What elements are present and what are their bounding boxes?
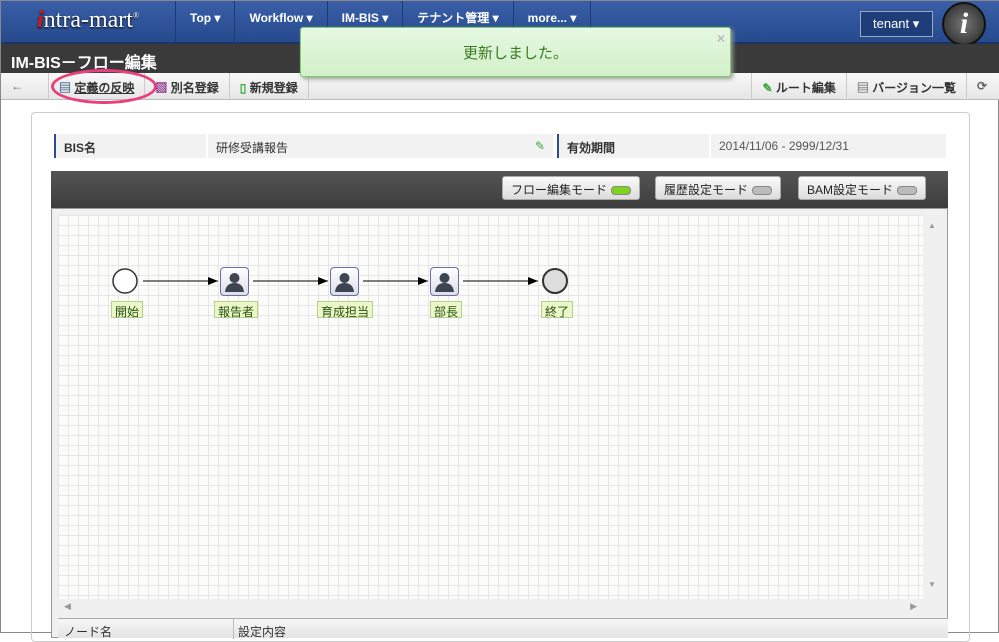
validity-period-label: 有効期間 — [557, 134, 709, 158]
node-label-trainer[interactable]: 育成担当 — [317, 301, 374, 319]
start-node[interactable] — [112, 268, 138, 294]
node-label-start[interactable]: 開始 — [111, 301, 144, 319]
refresh-button[interactable]: ⟳ — [966, 73, 999, 100]
flow-canvas[interactable] — [58, 215, 941, 599]
close-icon[interactable]: × — [716, 30, 725, 46]
flow-edit-mode-button[interactable]: フロー編集モード — [502, 176, 641, 200]
global-header: intra-mart® Top ▾ Workflow ▾ IM-BIS ▾ テナ… — [1, 1, 999, 46]
intra-mart-logo[interactable]: intra-mart® — [37, 7, 140, 33]
tenant-dropdown[interactable]: tenant ▾ — [860, 11, 933, 37]
status-led — [611, 186, 632, 196]
edit-pencil-icon[interactable]: ✎ — [534, 139, 545, 153]
nav-tenant-admin[interactable]: テナント管理 ▾ — [402, 1, 512, 42]
column-node-name: ノード名 — [64, 625, 113, 639]
user-node-icon[interactable] — [430, 267, 459, 296]
version-list-button[interactable]: ▤ バージョン一覧 — [845, 73, 966, 100]
bis-name-value: 研修受講報告✎ — [208, 134, 553, 158]
highlight-annotation — [51, 69, 157, 104]
new-document-icon: ▯ — [239, 81, 247, 95]
global-nav: Top ▾ Workflow ▾ IM-BIS ▾ テナント管理 ▾ more.… — [175, 1, 592, 42]
user-node-icon[interactable] — [330, 267, 359, 296]
back-button[interactable]: ← — [1, 73, 49, 100]
nav-more[interactable]: more... ▾ — [512, 1, 592, 42]
new-register-button[interactable]: ▯ 新規登録 — [230, 73, 309, 100]
alias-register-button[interactable]: ▧ 別名登録 — [145, 73, 230, 100]
column-settings: 設定内容 — [238, 625, 287, 639]
status-led — [897, 186, 918, 196]
success-toast: 更新しました。× — [300, 27, 731, 77]
end-node[interactable] — [542, 268, 568, 294]
list-icon: ▤ — [856, 81, 869, 95]
bam-setting-mode-button[interactable]: BAM設定モード — [798, 176, 927, 200]
nav-im-bis[interactable]: IM-BIS ▾ — [326, 1, 403, 42]
vertical-scrollbar[interactable]: ▲▼ — [923, 215, 941, 599]
route-edit-button[interactable]: ✎ ルート編集 — [751, 73, 845, 100]
edit-form-icon: ▧ — [155, 81, 168, 95]
user-node-icon[interactable] — [220, 267, 249, 296]
user-menu-icon[interactable]: i — [942, 2, 986, 46]
validity-period-value: 2014/11/06 - 2999/12/31 — [711, 134, 946, 158]
pencil-icon: ✎ — [762, 81, 773, 95]
node-label-manager[interactable]: 部長 — [430, 301, 463, 319]
history-setting-mode-button[interactable]: 履歴設定モード — [655, 176, 782, 200]
nav-top[interactable]: Top ▾ — [175, 1, 234, 42]
nav-workflow[interactable]: Workflow ▾ — [234, 1, 326, 42]
status-led — [752, 186, 773, 196]
bis-name-label: BIS名 — [54, 134, 206, 158]
node-settings-table-header: ノード名 設定内容 — [58, 618, 948, 639]
mode-bar: フロー編集モード 履歴設定モード BAM設定モード — [51, 171, 948, 209]
node-label-reporter[interactable]: 報告者 — [214, 301, 259, 319]
column-divider — [233, 619, 234, 639]
horizontal-scrollbar[interactable]: ◀▶ — [58, 599, 923, 615]
node-label-end[interactable]: 終了 — [541, 301, 574, 319]
